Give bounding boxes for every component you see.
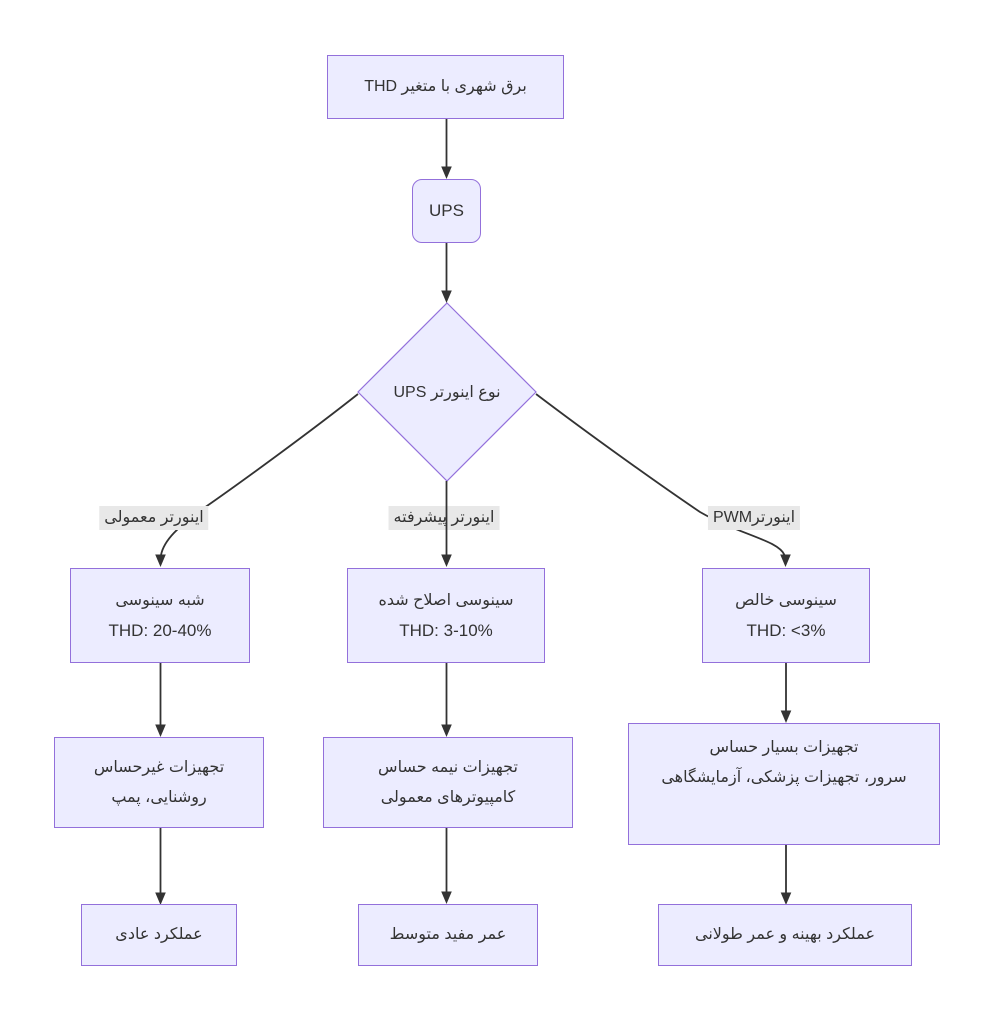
- node-city-power: برق شهری با متغیر THD: [327, 55, 564, 119]
- normal-performance-label: عملکرد عادی: [115, 926, 203, 943]
- node-very-sensitive-equipment: تجهیزات بسیار حساس سرور، تجهیزات پزشکی، …: [628, 723, 940, 845]
- optimal-performance-label: عملکرد بهینه و عمر طولانی: [695, 926, 875, 943]
- arrowhead-quasi-equip: [155, 724, 166, 737]
- node-insensitive-equipment: تجهیزات غیرحساس روشنایی، پمپ: [54, 737, 264, 828]
- node-optimal-performance: عملکرد بهینه و عمر طولانی: [658, 904, 912, 966]
- node-ups: UPS: [412, 179, 481, 243]
- node-pure-sine: سینوسی خالص THD: <3%: [702, 568, 870, 663]
- node-city-power-label: برق شهری با متغیر THD: [364, 78, 527, 95]
- arrowhead-decision-right: [780, 554, 791, 567]
- quasi-sine-line2: THD: 20-40%: [108, 620, 212, 640]
- modified-sine-line2: THD: 3-10%: [399, 620, 493, 640]
- arrowhead-decision-left: [155, 554, 166, 567]
- very-sensitive-equipment-line1: تجهیزات بسیار حساس: [709, 739, 859, 756]
- node-medium-lifespan: عمر مفید متوسط: [358, 904, 538, 966]
- semi-sensitive-equipment-line2: کامپیوترهای معمولی: [380, 788, 516, 806]
- node-quasi-sine: شبه سینوسی THD: 20-40%: [70, 568, 250, 663]
- pure-sine-line2: THD: <3%: [746, 620, 826, 640]
- very-sensitive-equipment-line2: سرور، تجهیزات پزشکی، آزمایشگاهی: [661, 769, 907, 786]
- arrowhead-root-ups: [441, 166, 452, 179]
- medium-lifespan-label: عمر مفید متوسط: [389, 926, 507, 943]
- node-semi-sensitive-equipment: تجهیزات نیمه حساس کامپیوترهای معمولی: [323, 737, 573, 828]
- edge-label-normal-inverter: اینورتر معمولی: [99, 506, 209, 530]
- edge-label-advanced-inverter: اینورتر پیشرفته: [388, 506, 500, 530]
- edge-decision-left: [160, 393, 359, 556]
- arrowhead-decision-middle: [441, 554, 452, 567]
- edge-decision-right: [535, 393, 786, 556]
- insensitive-equipment-line1: تجهیزات غیرحساس: [93, 758, 225, 776]
- semi-sensitive-equipment-line1: تجهیزات نیمه حساس: [378, 758, 518, 776]
- quasi-sine-line1: شبه سینوسی: [115, 591, 205, 609]
- modified-sine-line1: سینوسی اصلاح شده: [378, 591, 514, 609]
- arrowhead-pure-equip: [780, 710, 792, 723]
- edge-label-pwm-inverter: اینورترPWM: [707, 506, 801, 530]
- arrowhead-modified-equip: [441, 724, 452, 737]
- insensitive-equipment-line2: روشنایی، پمپ: [111, 788, 207, 806]
- decision-label: نوع اینورتر UPS: [393, 384, 501, 401]
- node-ups-label: UPS: [429, 201, 464, 220]
- node-normal-performance: عملکرد عادی: [81, 904, 237, 966]
- node-modified-sine: سینوسی اصلاح شده THD: 3-10%: [347, 568, 545, 663]
- pure-sine-line1: سینوسی خالص: [735, 591, 837, 609]
- arrowhead-ups-decision: [441, 290, 452, 303]
- arrowhead-outcome-middle: [441, 891, 452, 904]
